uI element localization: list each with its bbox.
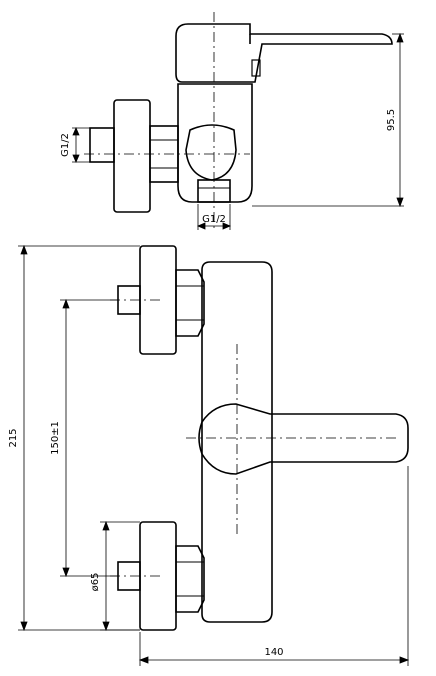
dim-overall-height: 215 bbox=[8, 428, 19, 447]
front-handle bbox=[198, 403, 409, 475]
main-body bbox=[201, 261, 273, 623]
side-thread bbox=[89, 127, 115, 163]
lower-nut bbox=[175, 545, 205, 613]
front-view bbox=[110, 245, 409, 631]
front-view-dimensions bbox=[18, 244, 410, 666]
dim-centre-distance: 150±1 bbox=[50, 421, 61, 455]
body-dome bbox=[185, 124, 237, 181]
dim-height-side: 95.5 bbox=[386, 109, 397, 131]
side-view bbox=[84, 12, 393, 232]
dim-flange-diameter: ø65 bbox=[90, 573, 101, 592]
dim-thread-side-inlet: G1/2 bbox=[60, 133, 71, 157]
valve-body bbox=[177, 83, 253, 203]
dim-thread-bottom-outlet: G1/2 bbox=[202, 214, 226, 225]
lever-screw bbox=[251, 59, 261, 77]
upper-nut bbox=[175, 269, 205, 337]
dim-overall-depth: 140 bbox=[264, 647, 283, 658]
lever-handle bbox=[175, 23, 393, 83]
side-flange bbox=[113, 99, 151, 213]
side-view-dimensions bbox=[72, 32, 404, 230]
